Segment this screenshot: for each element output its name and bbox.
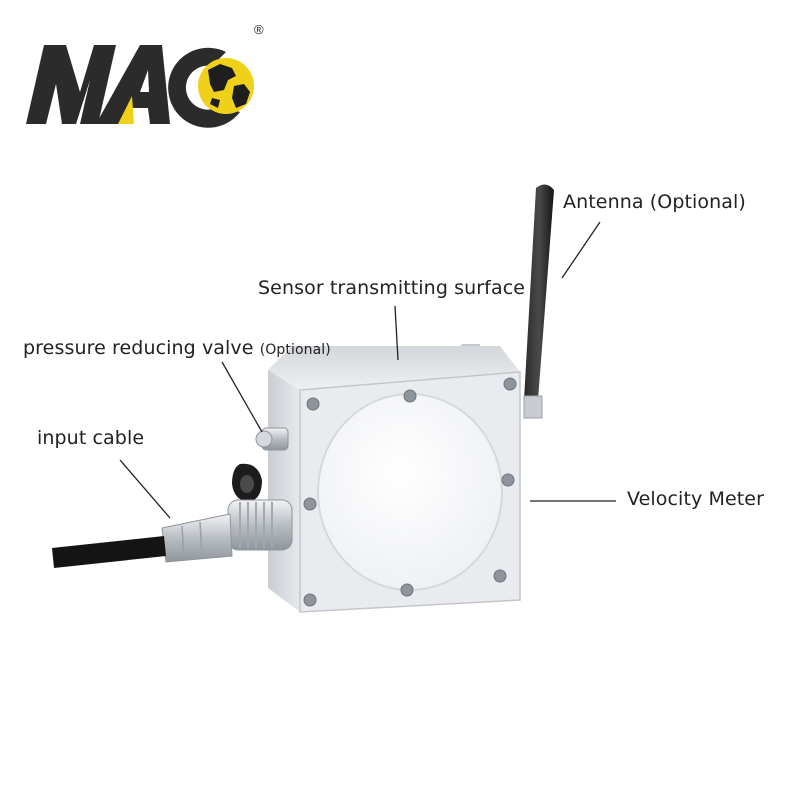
screw xyxy=(400,583,414,597)
screw xyxy=(306,397,320,411)
screw xyxy=(403,389,417,403)
pressure-reducing-valve xyxy=(255,427,289,451)
logo-letter-m xyxy=(26,45,116,124)
valve-label-text: pressure reducing valve xyxy=(23,337,254,359)
screw xyxy=(503,377,517,391)
leader-line-cable xyxy=(119,459,171,519)
screws xyxy=(303,377,517,607)
antenna xyxy=(523,184,554,419)
mac-logo xyxy=(26,45,254,128)
logo-letter-a-accent xyxy=(118,96,134,124)
leader-line-antenna xyxy=(561,221,601,279)
antenna-label: Antenna (Optional) xyxy=(563,191,746,213)
valve-optional-note: (Optional) xyxy=(259,342,331,358)
valve-label: pressure reducing valve (Optional) xyxy=(23,337,331,359)
leader-line-sensor xyxy=(394,305,399,361)
leader-lines xyxy=(119,221,616,519)
input-cable-label: input cable xyxy=(37,427,145,449)
screw xyxy=(501,473,515,487)
logo-letter-a xyxy=(96,45,170,124)
leader-line-valve xyxy=(221,361,263,433)
registered-mark: ® xyxy=(254,22,264,37)
sensor-surface-label: Sensor transmitting surface xyxy=(258,277,526,299)
screw xyxy=(493,569,507,583)
input-cable xyxy=(52,463,293,568)
velocity-meter-housing xyxy=(268,344,521,613)
screw xyxy=(303,593,317,607)
screw xyxy=(303,497,317,511)
velocity-meter-label: Velocity Meter xyxy=(627,488,765,510)
logo-globe-land xyxy=(208,64,250,108)
